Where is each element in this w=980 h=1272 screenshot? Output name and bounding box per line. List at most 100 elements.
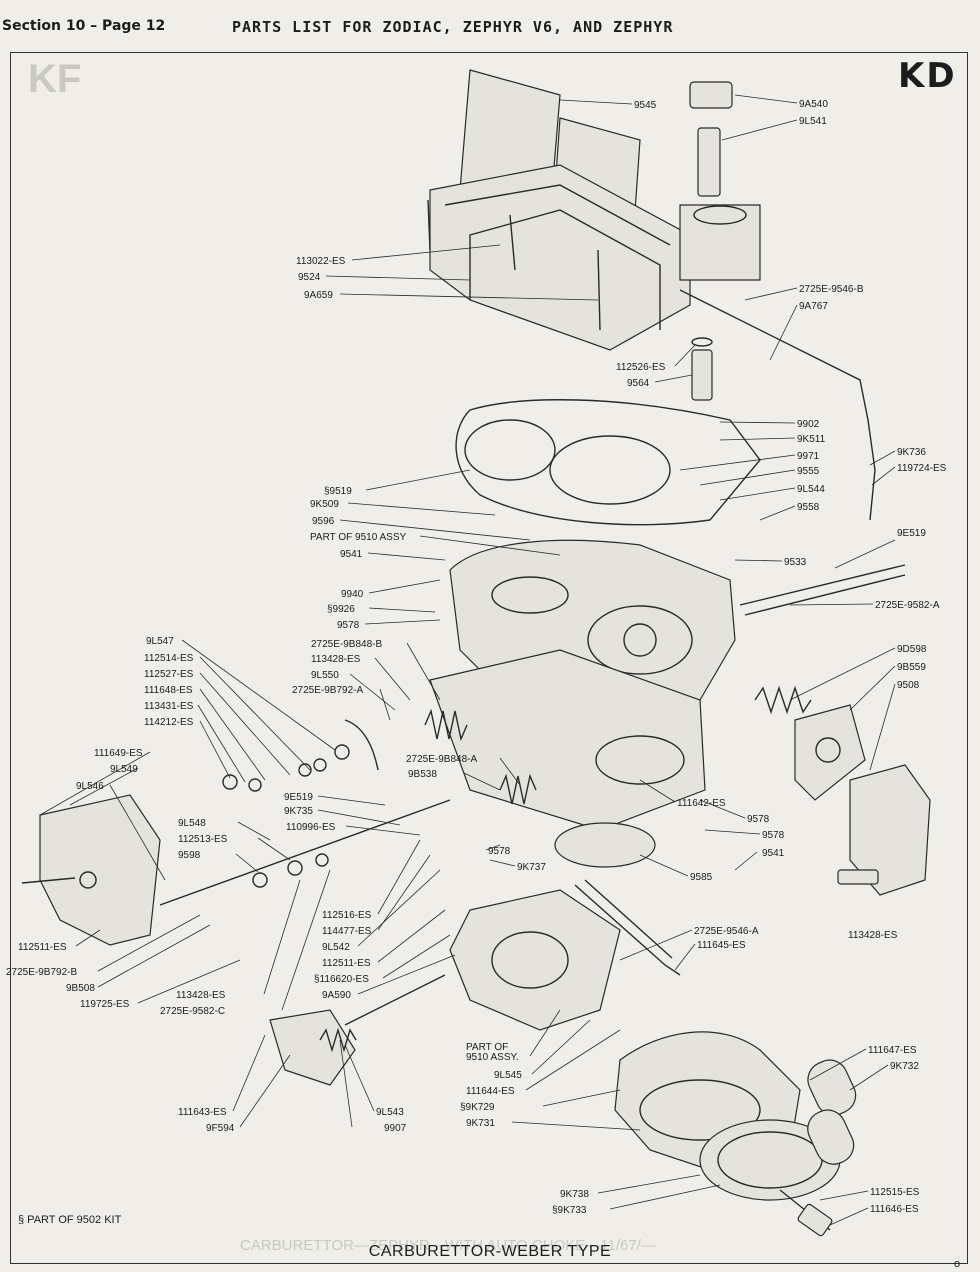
leader-lines: [39, 94, 896, 1226]
linkage-cover: [39, 794, 161, 946]
label-9k735: 9K735: [284, 806, 313, 817]
label-9555: 9555: [797, 466, 820, 477]
water-pipe-upper: [807, 1059, 857, 1116]
throttle-spindle-c: [159, 799, 451, 906]
label-111643-es: 111643-ES: [178, 1107, 227, 1118]
label-114212-es: 114212-ES: [144, 717, 194, 728]
label-2725e-9b848-a: 2725E-9B848-A: [406, 754, 477, 765]
kit-footnote: § PART OF 9502 KIT: [18, 1214, 122, 1226]
diagram-frame: [10, 52, 968, 1264]
label-9k736: 9K736: [897, 447, 926, 458]
model-code: KD: [898, 56, 957, 96]
section-page-label: Section 10 – Page 12: [2, 18, 166, 34]
label-113428-es-bottom: 113428-ES: [176, 990, 226, 1001]
label-9k509: 9K509: [310, 499, 339, 510]
label-119725-es: 119725-ES: [80, 999, 130, 1010]
label-9a767: 9A767: [799, 301, 828, 312]
label-9564: 9564: [627, 378, 650, 389]
label-2725e-9b848-b: 2725E-9B848-B: [311, 639, 382, 650]
label-9l546: 9L546: [76, 781, 104, 792]
label-2725e-9546-a: 2725E-9546-A: [694, 926, 759, 937]
label-9e519-left: 9E519: [284, 792, 313, 803]
spring-9b848a: [499, 773, 537, 805]
label-2725e-9b792-b: 2725E-9B792-B: [6, 967, 77, 978]
label-9k731: 9K731: [466, 1118, 495, 1129]
label-9k738: 9K738: [560, 1189, 589, 1200]
label-9907: 9907: [384, 1123, 407, 1134]
corner-mark: o: [954, 1258, 961, 1270]
label-9l541: 9L541: [799, 116, 827, 127]
label-9k737: 9K737: [517, 862, 546, 873]
label-9l543: 9L543: [376, 1107, 404, 1118]
label-113428-es-top: 113428-ES: [311, 654, 361, 665]
label-110996-es: 110996-ES: [286, 822, 336, 833]
label-9k732: 9K732: [890, 1061, 919, 1072]
label-2725e-9b792-a: 2725E-9B792-A: [292, 685, 363, 696]
ghost-mirror-code: KF: [28, 57, 81, 101]
label-9k733: §9K733: [552, 1205, 587, 1216]
pump-cover: [269, 1009, 356, 1086]
part-labels: 9545 9A540 9L541 113022-ES 9524 9A659 27…: [6, 99, 947, 1216]
throttle-plate: [554, 822, 656, 868]
pump-spring: [319, 1027, 357, 1053]
label-112511-es-centre: 112511-ES: [322, 958, 371, 969]
label-113431-es: 113431-ES: [144, 701, 194, 712]
label-2725e-9582-c: 2725E-9582-C: [160, 1006, 225, 1017]
label-9541-right: 9541: [762, 848, 785, 859]
throttle-spindle-a: [739, 564, 906, 606]
label-111649-es: 111649-ES: [94, 748, 143, 759]
label-9940: 9940: [341, 589, 364, 600]
label-9l545: 9L545: [494, 1070, 522, 1081]
label-112511-es-left: 112511-ES: [18, 942, 67, 953]
parts-artwork: [21, 69, 931, 1237]
label-9926: §9926: [327, 604, 355, 615]
water-pipe-lower: [807, 1109, 855, 1165]
label-9598: 9598: [178, 850, 201, 861]
filter-gauze: [697, 127, 721, 197]
label-9545: 9545: [634, 100, 657, 111]
label-112514-es: 112514-ES: [144, 653, 194, 664]
diagram-caption: CARBURETTOR-WEBER TYPE: [368, 1243, 612, 1260]
choke-link-rod: [679, 289, 876, 521]
label-9971: 9971: [797, 451, 820, 462]
needle-valve: [691, 349, 713, 401]
inlet-plug: [689, 81, 733, 109]
label-111644-es: 111644-ES: [466, 1086, 515, 1097]
label-111648-es: 111648-ES: [144, 685, 193, 696]
label-9578-top: 9578: [337, 620, 360, 631]
spring-9b848b: [424, 708, 468, 742]
label-9533: 9533: [784, 557, 807, 568]
spring-9d598: [754, 685, 812, 715]
label-113428-es-right: 113428-ES: [848, 930, 898, 941]
label-9510-assy: 9510 ASSY.: [466, 1052, 519, 1063]
label-112527-es: 112527-ES: [144, 669, 194, 680]
label-9902: 9902: [797, 419, 820, 430]
label-9541: 9541: [340, 549, 363, 560]
page-title: PARTS LIST FOR ZODIAC, ZEPHYR V6, AND ZE…: [232, 18, 674, 36]
fuel-pipe-a: [574, 884, 681, 976]
screw-111649: [21, 877, 76, 884]
label-9a590: 9A590: [322, 990, 351, 1001]
label-112526-es: 112526-ES: [616, 362, 666, 373]
choke-housing: [849, 764, 931, 896]
label-9b538: 9B538: [408, 769, 437, 780]
throttle-body: [429, 649, 706, 831]
label-112516-es: 112516-ES: [322, 910, 372, 921]
label-9l547: 9L547: [146, 636, 174, 647]
label-9a659: 9A659: [304, 290, 333, 301]
label-9578-centre: 9578: [488, 846, 511, 857]
label-2725e-9546-b: 2725E-9546-B: [799, 284, 864, 295]
label-9524: 9524: [298, 272, 321, 283]
label-9b559: 9B559: [897, 662, 926, 673]
ghost-mirror-caption: CARBURETTOR—ZEPHYR—WITH AUTO CHOKE—11/67…: [240, 1237, 656, 1254]
label-112513-es: 112513-ES: [178, 834, 228, 845]
label-9a540: 9A540: [799, 99, 828, 110]
label-113022-es: 113022-ES: [296, 256, 346, 267]
label-9k511: 9K511: [797, 434, 826, 445]
label-111647-es: 111647-ES: [868, 1045, 917, 1056]
label-9508: 9508: [897, 680, 920, 691]
label-9519: §9519: [324, 486, 352, 497]
label-9596: 9596: [312, 516, 335, 527]
label-9l549: 9L549: [110, 764, 138, 775]
